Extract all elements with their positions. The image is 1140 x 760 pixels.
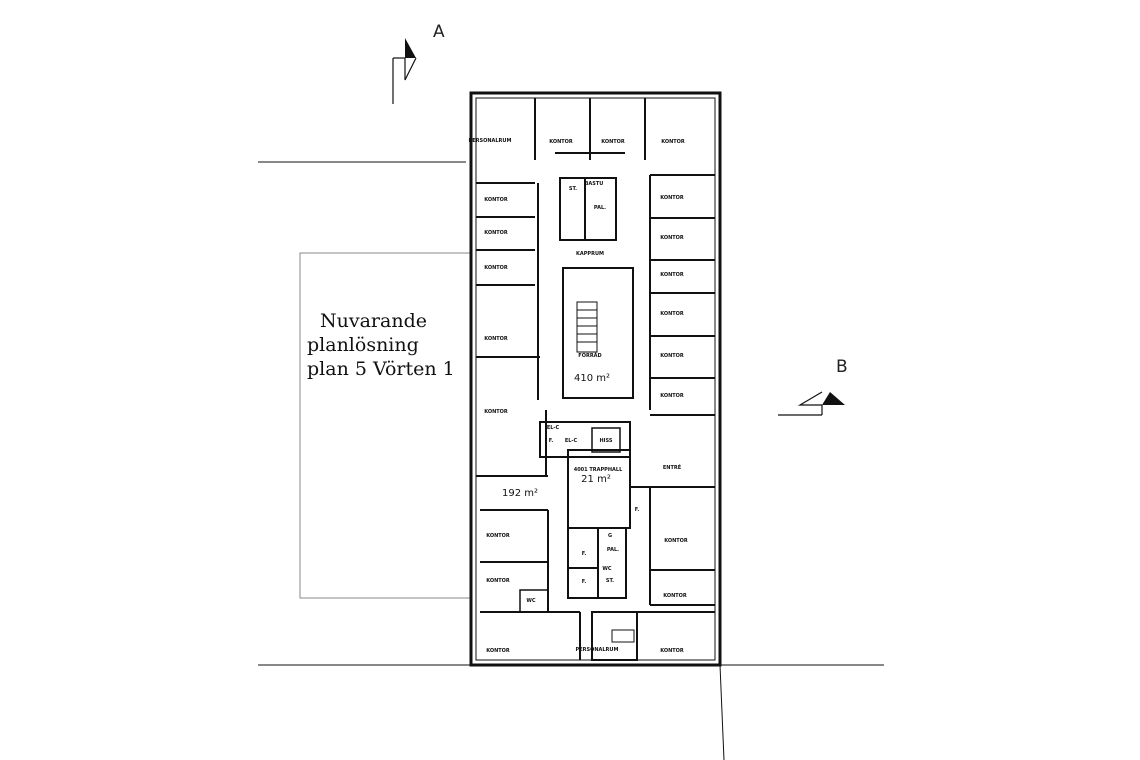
room-wc: WC bbox=[602, 566, 612, 572]
room-f: F. bbox=[582, 579, 587, 585]
room-personalrum-north: PERSONALRUM bbox=[469, 138, 512, 144]
room-kontor: KONTOR bbox=[660, 235, 684, 241]
room-kontor: KONTOR bbox=[484, 197, 508, 203]
room-trapphall: 4001 TRAPPHALL bbox=[574, 467, 623, 473]
room-kapprum: KAPPRUM bbox=[576, 251, 604, 257]
building-walls bbox=[469, 91, 722, 667]
room-kontor: KONTOR bbox=[601, 139, 625, 145]
room-hiss: HISS bbox=[599, 438, 612, 444]
section-marker-a: A bbox=[392, 22, 445, 104]
room-kontor: KONTOR bbox=[484, 409, 508, 415]
room-kontor: KONTOR bbox=[549, 139, 573, 145]
room-kontor: KONTOR bbox=[660, 272, 684, 278]
room-kontor: KONTOR bbox=[484, 336, 508, 342]
area-main: 410 m² bbox=[574, 373, 610, 384]
room-elc: EL-C bbox=[565, 438, 578, 444]
room-kontor: KONTOR bbox=[486, 648, 510, 654]
room-st: ST. bbox=[606, 578, 614, 584]
room-bastu: BASTU bbox=[585, 181, 604, 187]
room-kontor: KONTOR bbox=[660, 648, 684, 654]
room-kontor: KONTOR bbox=[660, 353, 684, 359]
room-forrad: FÖRRÅD bbox=[578, 352, 601, 359]
plan-title-line1: Nuvarande bbox=[320, 310, 427, 332]
room-f: F. bbox=[582, 551, 587, 557]
room-pal: PAL. bbox=[607, 547, 619, 553]
room-personalrum-south: PERSONALRUM bbox=[576, 647, 619, 653]
room-elc: EL-C bbox=[547, 425, 560, 431]
area-west: 192 m² bbox=[502, 488, 538, 499]
section-label-b: B bbox=[836, 357, 848, 377]
room-f: F. bbox=[635, 507, 640, 513]
room-kontor: KONTOR bbox=[661, 139, 685, 145]
room-kontor: KONTOR bbox=[660, 393, 684, 399]
room-kontor: KONTOR bbox=[484, 230, 508, 236]
room-kontor: KONTOR bbox=[660, 311, 684, 317]
room-labels: PERSONALRUM KONTOR KONTOR KONTOR KONTOR … bbox=[469, 138, 688, 654]
room-pal: PAL. bbox=[594, 205, 606, 211]
room-g: G bbox=[608, 533, 612, 539]
room-kontor: KONTOR bbox=[663, 593, 687, 599]
room-kontor: KONTOR bbox=[486, 533, 510, 539]
site-lines bbox=[258, 161, 884, 760]
room-f: F. bbox=[549, 438, 554, 444]
plan-title-line2: planlösning bbox=[307, 334, 419, 356]
room-kontor: KONTOR bbox=[486, 578, 510, 584]
room-entre: ENTRÉ bbox=[663, 463, 682, 471]
room-kontor: KONTOR bbox=[484, 265, 508, 271]
area-stair: 21 m² bbox=[581, 474, 611, 485]
room-kontor: KONTOR bbox=[660, 195, 684, 201]
room-st: ST. bbox=[569, 186, 577, 192]
plan-title-line3: plan 5 Vörten 1 bbox=[307, 358, 455, 380]
room-kontor: KONTOR bbox=[664, 538, 688, 544]
section-marker-b: B bbox=[778, 357, 848, 416]
section-label-a: A bbox=[433, 22, 445, 42]
room-wc: WC bbox=[526, 598, 536, 604]
stair-flight bbox=[576, 301, 598, 353]
